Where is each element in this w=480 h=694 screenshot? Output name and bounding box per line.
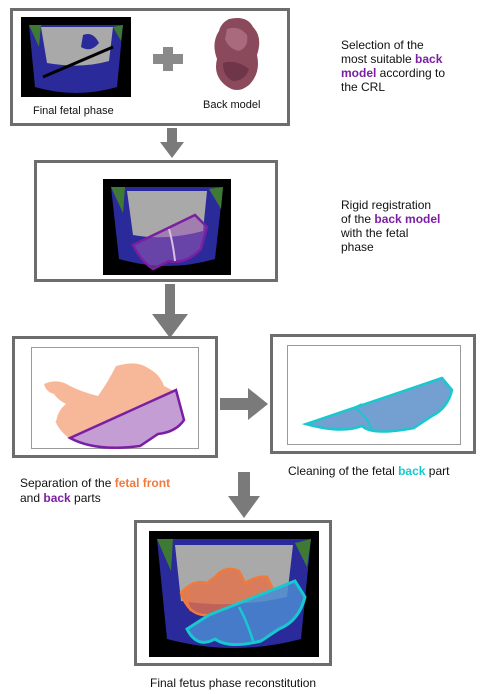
step4-caption: Cleaning of the fetal back part bbox=[288, 464, 478, 478]
final-reconstitution-icon bbox=[149, 531, 319, 657]
final-caption: Final fetus phase reconstitution bbox=[150, 676, 316, 690]
step4-image-frame bbox=[287, 345, 461, 445]
step3-caption: Separation of the fetal front and back p… bbox=[20, 476, 220, 506]
step4-panel bbox=[270, 334, 476, 454]
arrow-diagonal-icon bbox=[148, 284, 192, 338]
final-fetal-phase-label: Final fetal phase bbox=[33, 105, 114, 118]
arrow-right-icon bbox=[220, 388, 268, 420]
back-model-label: Back model bbox=[203, 99, 260, 112]
step2-description: Rigid registration of the back model wit… bbox=[341, 198, 471, 254]
step3-panel bbox=[12, 336, 218, 458]
registration-image-icon bbox=[103, 179, 231, 275]
step2-panel bbox=[34, 160, 278, 282]
arrow-down-icon bbox=[160, 128, 184, 158]
step1-description: Selection of the most suitable back mode… bbox=[341, 38, 471, 94]
ultrasound-fan-icon bbox=[21, 17, 131, 97]
step3-image-frame bbox=[31, 347, 199, 449]
back-model-icon bbox=[209, 15, 265, 95]
step1-panel: Final fetal phase Back model bbox=[10, 8, 290, 126]
arrow-down-icon bbox=[226, 472, 262, 518]
plus-icon bbox=[153, 47, 183, 71]
final-panel bbox=[134, 520, 332, 666]
fetal-separation-icon bbox=[36, 352, 196, 446]
fetal-back-cleaned-icon bbox=[302, 368, 452, 434]
